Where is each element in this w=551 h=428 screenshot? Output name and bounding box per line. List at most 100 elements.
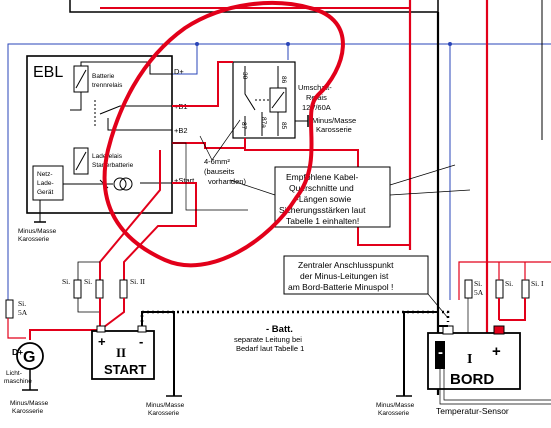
red-wire-start-battery [99, 298, 125, 331]
fuse-right-5a [464, 279, 473, 299]
ebl-internal-wire [99, 105, 172, 115]
terminal-start: +Start [174, 176, 195, 185]
start-numeral: II [116, 345, 126, 360]
generator-dplus: D+ [12, 347, 23, 357]
fuse-right [495, 279, 504, 299]
fuse-right-5a-label-1: Si. [474, 279, 482, 288]
bord-plus: + [492, 343, 501, 360]
recommendation-line-4: Sicherungsstärken laut [279, 205, 366, 215]
fuse-left-1 [73, 279, 82, 299]
relay-pin-85: 85 [280, 122, 287, 130]
trennrelais-coil-mark [75, 69, 87, 89]
red-wire-to-fuse [99, 150, 161, 280]
junction-dot [195, 42, 199, 46]
netz-lade-label-3: Gerät [37, 189, 53, 196]
sensor-wire [443, 369, 551, 401]
fuse-left-1-label: Si. [62, 277, 70, 286]
bord-ground-label-1: Minus/Masse [376, 402, 415, 409]
fuse-right-i-label: Si. I [531, 279, 544, 288]
ebl-current-source [119, 177, 133, 191]
minus-note-pointer [427, 293, 449, 319]
recommendation-pointer [389, 189, 471, 196]
start-ground-label-2: Karosserie [148, 410, 179, 417]
start-battery [91, 330, 155, 380]
relay-label-1: Umschalt- [298, 83, 332, 92]
minus-note-line-3: am Bord-Batterie Minuspol ! [288, 282, 393, 292]
batt-note-line-1: separate Leitung bei [234, 335, 302, 344]
fuse-left-2 [95, 279, 104, 299]
generator-label-2: maschine [4, 378, 32, 385]
start-battery-pole-minus [137, 325, 147, 333]
red-wire-start [123, 182, 197, 280]
cable-note-pointer [211, 119, 241, 161]
start-battery-pole-plus [96, 325, 106, 333]
lima-ground-label-2: Karosserie [12, 408, 43, 415]
recommendation-line-5: Tabelle 1 einhalten! [286, 216, 359, 226]
top-box-edge [69, 0, 439, 13]
minus-note-line-1: Zentraler Anschlusspunkt [298, 260, 394, 270]
recommendation-pointer [229, 179, 276, 196]
recommendation-line-3: -Längen sowie [296, 194, 352, 204]
red-wire-b2 [172, 142, 245, 149]
blue-dplus-wire-left [7, 43, 197, 310]
netz-lade-label-1: Netz- [37, 171, 53, 178]
red-wire-b1-relay [172, 61, 233, 107]
fuse-wire [77, 298, 100, 313]
relay-ground-label-2: Karosserie [316, 125, 352, 134]
generator-label-1: Licht- [6, 370, 22, 377]
fuse-lima-label-2: 5A [18, 308, 28, 317]
recommendation-line-1: Empfohlene Kabel- [286, 172, 358, 182]
sensor-wire [439, 369, 551, 405]
dotted-minus-line [140, 310, 450, 322]
batt-note-title: - Batt. [266, 324, 293, 335]
trennrelais-label-2: trennrelais [92, 82, 123, 89]
minus-note-line-2: der Minus-Leitungen ist [300, 271, 389, 281]
trennrelais-label-1: Batterie [92, 73, 115, 80]
cable-note-pointer [199, 135, 213, 161]
ebl-current-source [113, 177, 127, 191]
fuse-left-3 [119, 279, 128, 299]
recommendation-line-2: Querschnitte und [289, 183, 354, 193]
fuse-lima [5, 299, 14, 319]
fuse-right-label: Si. [505, 279, 513, 288]
laderelais-label-2: Starterbatterie [92, 162, 134, 169]
start-plus: + [98, 334, 106, 349]
red-wire-lima-fuse [7, 318, 26, 339]
fuse-lima-label-1: Si. [18, 299, 26, 308]
temperature-sensor-label: Temperatur-Sensor [436, 406, 509, 416]
lima-ground-label-1: Minus/Masse [10, 400, 49, 407]
generator-letter: G [23, 349, 35, 366]
relay-pin-87: 87 [240, 122, 247, 130]
cable-note-1: 4-6mm² [204, 157, 230, 166]
red-wire-lima [29, 329, 100, 340]
terminal-b2: +B2 [174, 126, 188, 135]
red-wire-right [458, 261, 551, 300]
fuse-right-i [521, 279, 530, 299]
terminal-dplus: D+ [174, 67, 184, 76]
relay-coil-mark [271, 91, 285, 109]
ebl-ground-label-2: Karosserie [18, 236, 49, 243]
bord-label: BORD [450, 371, 494, 388]
bord-battery-pole-plus [493, 325, 505, 335]
netz-lade-geraet-box [32, 165, 64, 201]
red-wire-relay-out [244, 138, 410, 246]
fuse-wire [77, 261, 100, 280]
black-wire-bord-minus [437, 314, 448, 327]
thin-wire [172, 142, 248, 211]
netz-lade-label-2: Lade- [37, 180, 54, 187]
start-minus: - [139, 334, 143, 349]
start-label: START [104, 362, 146, 377]
fuse-left-2-label: Si. [84, 277, 92, 286]
relay-contact [244, 66, 256, 111]
hand-drawn-circle [102, 0, 345, 268]
recommendation-pointer [389, 164, 456, 186]
fuse-right-5a-label-2: 5A [474, 288, 484, 297]
ebl-internal-wire [70, 92, 82, 111]
bord-ground-label-2: Karosserie [378, 410, 409, 417]
red-wire-bord-plus [499, 298, 526, 321]
recommendation-box [274, 166, 391, 228]
ebl-internal-wire [107, 118, 172, 131]
bord-battery-pole-minus [442, 325, 454, 335]
